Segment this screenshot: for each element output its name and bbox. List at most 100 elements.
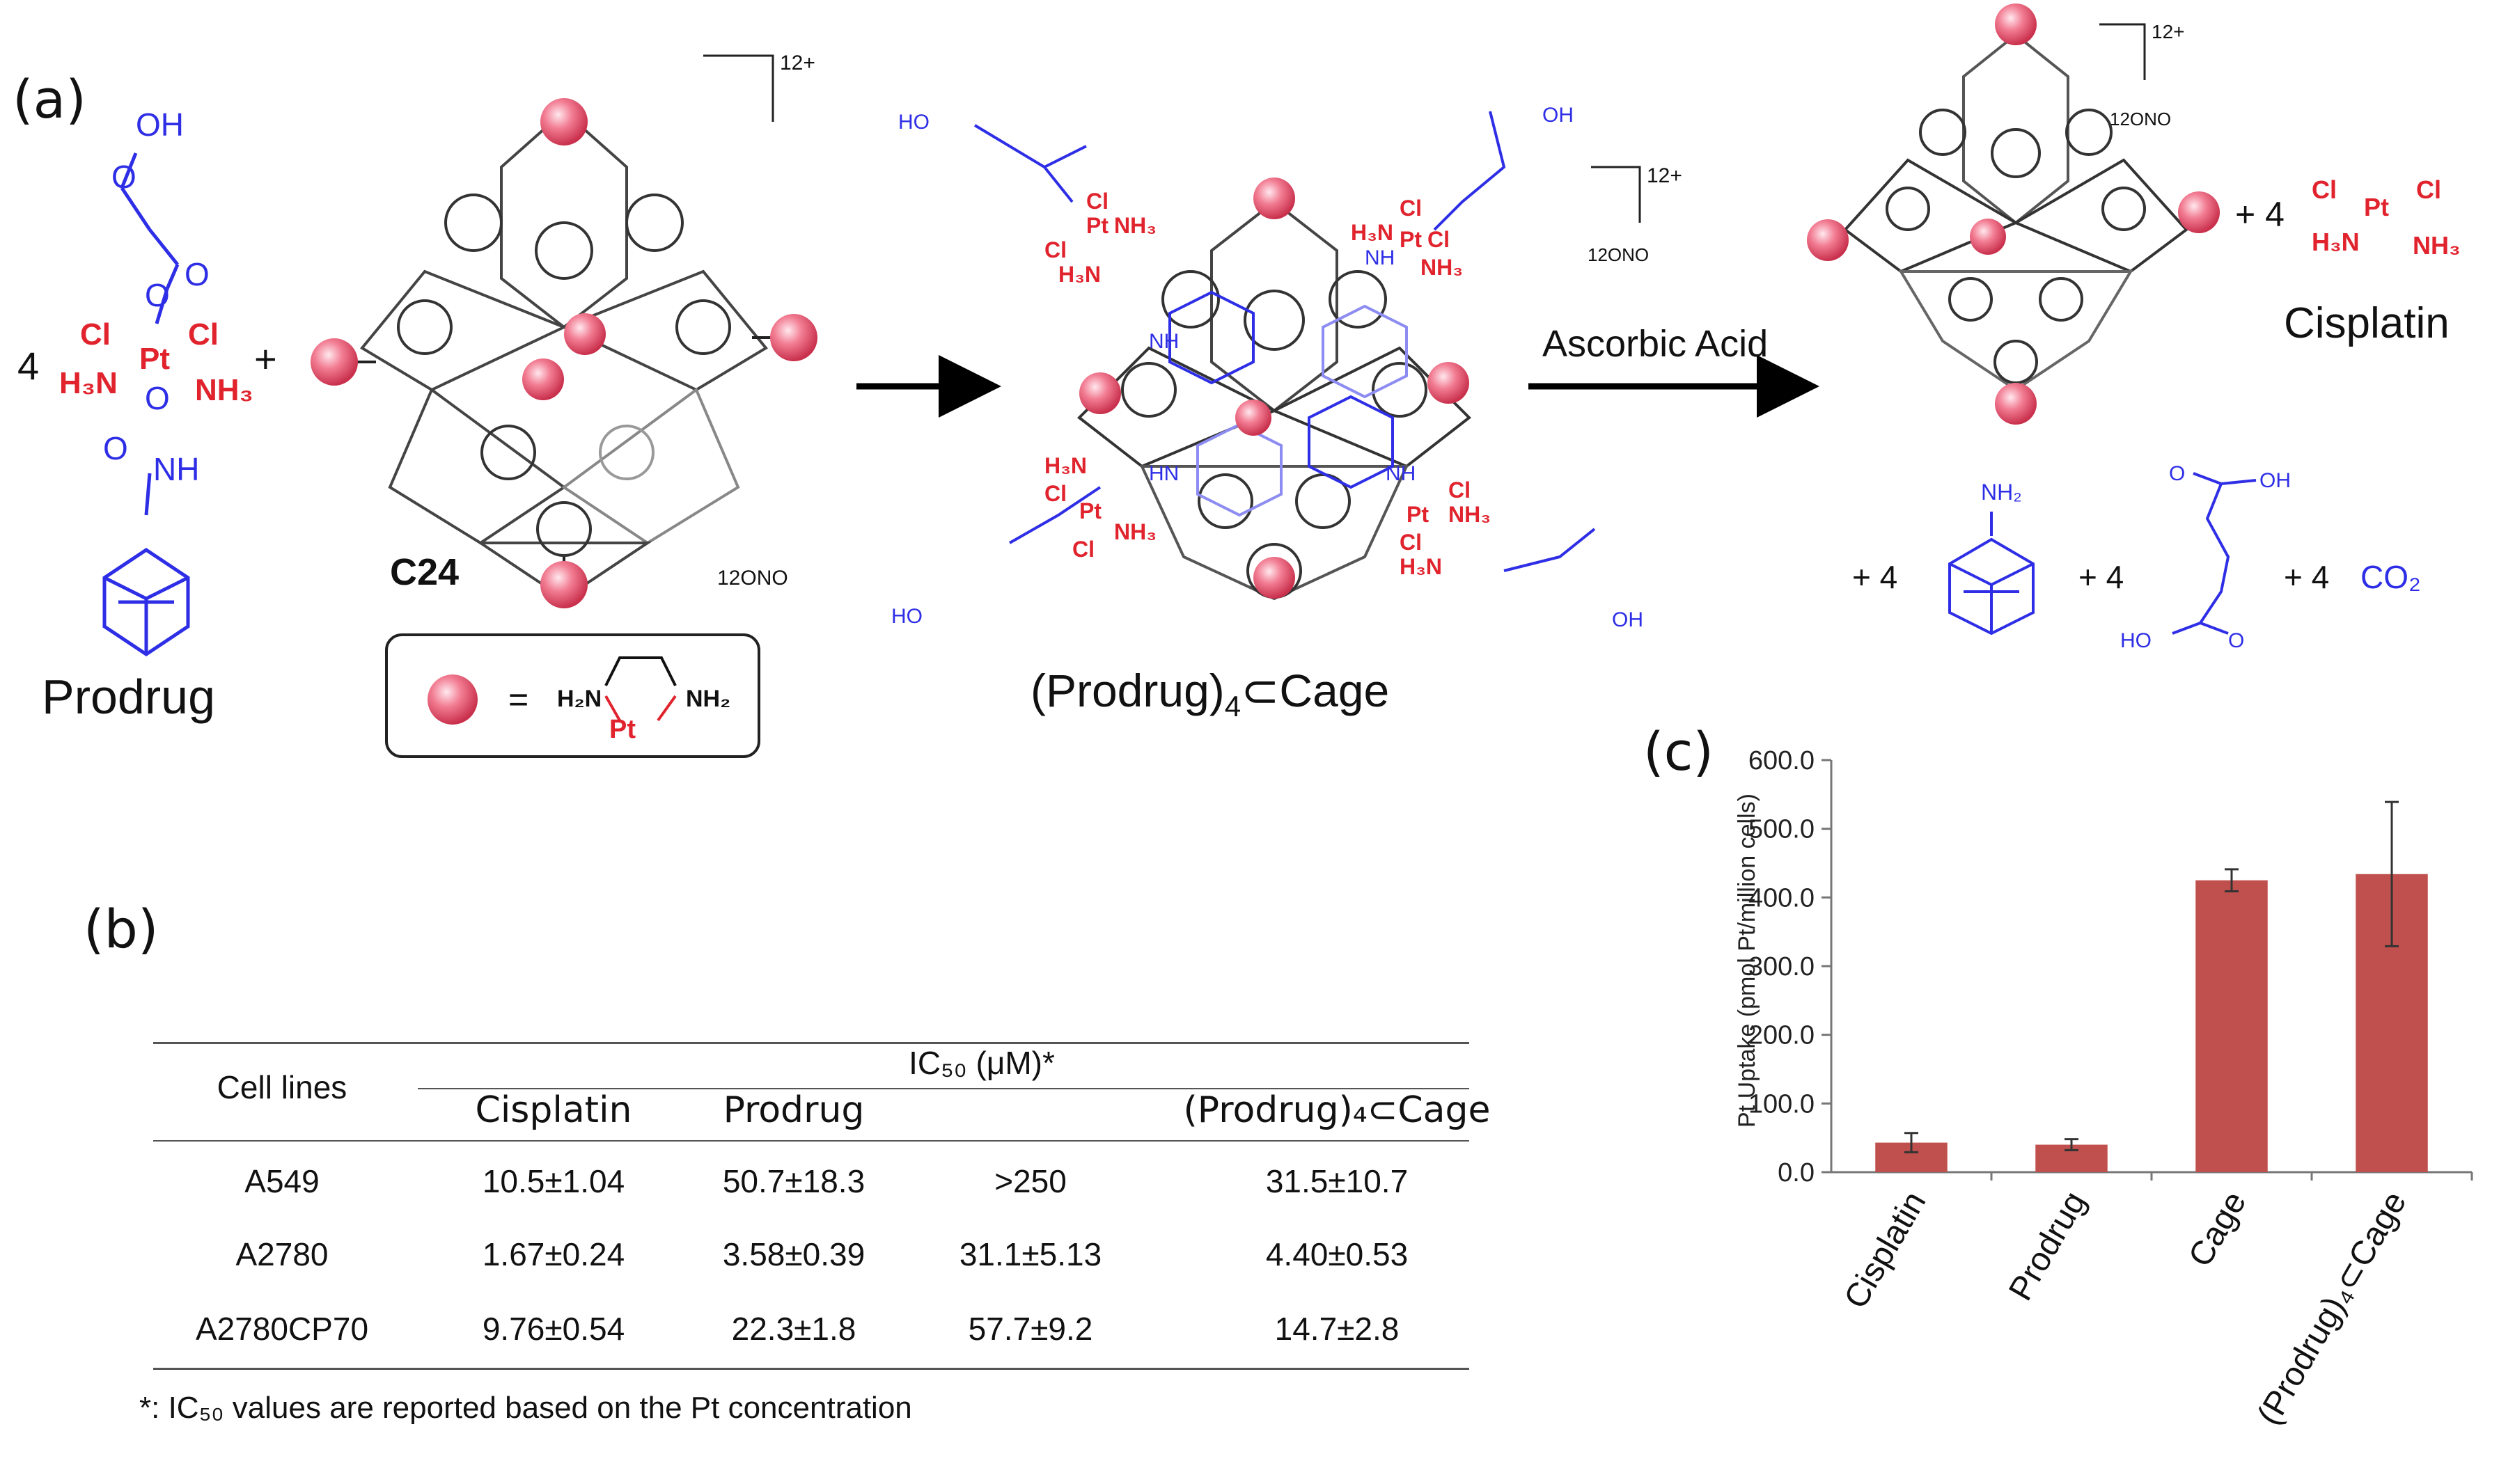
prodrug-pt-center: Cl Cl Pt H₃N NH₃ xyxy=(59,317,253,407)
panel-label-c: (c) xyxy=(1643,720,1714,782)
svg-text:H₃N: H₃N xyxy=(1058,262,1101,287)
row-a2780-cage: 31.1±5.13 xyxy=(959,1236,1102,1272)
succinic-atoms: O OH HO O xyxy=(2120,462,2291,652)
product-cage-balls xyxy=(1807,3,2220,425)
svg-text:OH: OH xyxy=(1542,104,1574,127)
svg-text:Pt: Pt xyxy=(609,715,636,744)
row-a2780cp70-complex: 14.7±2.8 xyxy=(1274,1311,1400,1347)
coef-co2: + 4 xyxy=(2284,559,2329,595)
table-footnote: *: IC₅₀ values are reported based on the… xyxy=(139,1391,912,1425)
svg-text:Cl: Cl xyxy=(188,317,219,352)
svg-text:H₃N: H₃N xyxy=(59,366,118,400)
coef-cisplatin: + 4 xyxy=(2235,195,2285,234)
plus-sign: + xyxy=(254,337,277,381)
succinic-acid-structure xyxy=(2172,472,2257,635)
svg-text:O: O xyxy=(111,159,136,195)
row-a2780cp70-cage: 57.7±9.2 xyxy=(968,1311,1093,1347)
svg-text:Cl: Cl xyxy=(1044,237,1067,262)
svg-text:H₃N: H₃N xyxy=(1351,220,1393,245)
svg-text:Pt: Pt xyxy=(1079,498,1102,523)
row-a2780cp70-line: A2780CP70 xyxy=(195,1311,369,1347)
row-a2780-line: A2780 xyxy=(235,1236,329,1272)
svg-text:NH₃: NH₃ xyxy=(1420,255,1463,280)
row-a549-cage: >250 xyxy=(994,1163,1067,1199)
svg-text:NH₂: NH₂ xyxy=(686,686,730,712)
y-tick-label: 200.0 xyxy=(1748,1021,1815,1050)
svg-text:NH: NH xyxy=(1149,330,1179,353)
svg-text:NH: NH xyxy=(1365,246,1395,269)
svg-text:O: O xyxy=(103,430,128,466)
svg-text:Cl: Cl xyxy=(1427,227,1450,252)
svg-text:Cl: Cl xyxy=(2416,175,2441,204)
x-category-label: (Prodrug)₄⊂Cage xyxy=(2250,1185,2414,1431)
y-tick-label: 100.0 xyxy=(1748,1089,1815,1119)
svg-text:Cl: Cl xyxy=(1044,481,1067,506)
product-cage-charge: 12+ xyxy=(2152,21,2185,42)
svg-text:NH: NH xyxy=(153,451,199,487)
header-cell-lines: Cell lines xyxy=(217,1069,347,1105)
svg-text:Cl: Cl xyxy=(1072,537,1095,562)
svg-text:OH: OH xyxy=(136,106,184,143)
host-guest-label: (Prodrug)4⊂Cage xyxy=(1031,665,1389,723)
svg-text:NH₃: NH₃ xyxy=(1114,519,1157,544)
table-mid-rule xyxy=(153,1140,1469,1142)
chart-category-labels: Cisplatin Prodrug Cage(Prodrug)₄⊂Cage xyxy=(1838,1185,2414,1431)
svg-text:Cl: Cl xyxy=(1086,189,1109,214)
y-tick-label: 600.0 xyxy=(1748,746,1815,775)
prodrug-atoms: OH O O O O O NH xyxy=(103,106,210,487)
host-guest-pt-labels: Cl Pt Cl NH₃ H₃N Cl Pt H₃N Cl NH₃ H₃N Cl… xyxy=(1044,189,1491,579)
svg-text:Pt: Pt xyxy=(1400,227,1422,252)
pt-uptake-chart: Pt Uptake (pmol Pt/million cells) 0.0100… xyxy=(1734,746,2473,1431)
coef-prodrug: 4 xyxy=(17,344,39,388)
table-header-rule xyxy=(418,1088,1469,1089)
y-tick-label: 500.0 xyxy=(1748,815,1815,844)
y-tick-label: 300.0 xyxy=(1748,952,1815,981)
svg-text:Pt: Pt xyxy=(1086,213,1109,238)
svg-text:=: = xyxy=(508,680,528,719)
svg-text:NH₃: NH₃ xyxy=(195,373,253,407)
svg-text:O: O xyxy=(185,256,210,292)
svg-text:Cl: Cl xyxy=(80,317,111,352)
svg-text:Cl: Cl xyxy=(1448,477,1471,503)
y-tick-label: 0.0 xyxy=(1778,1158,1815,1187)
svg-text:Pt: Pt xyxy=(139,342,170,376)
svg-text:H₃N: H₃N xyxy=(1044,453,1087,478)
svg-text:Pt: Pt xyxy=(1407,502,1429,527)
row-a2780-cisplatin: 1.67±0.24 xyxy=(482,1236,625,1272)
svg-text:Pt: Pt xyxy=(2364,193,2389,221)
x-category-label: Prodrug xyxy=(2002,1185,2093,1307)
bar xyxy=(2195,880,2268,1172)
svg-text:O: O xyxy=(145,380,170,416)
chart-bars xyxy=(1875,800,2428,1172)
header-cisplatin: Cisplatin xyxy=(475,1089,632,1131)
svg-text:Cl: Cl xyxy=(1400,530,1422,555)
row-a549-line: A549 xyxy=(244,1163,320,1199)
coef-amine: + 4 xyxy=(1852,559,1897,595)
reaction-scheme: OH O O O O O NH Cl Cl Pt H₃N NH₃ 4 + Pro… xyxy=(17,3,2461,758)
x-category-label: Cisplatin xyxy=(1838,1185,1934,1315)
header-complex: (Prodrug)₄⊂Cage xyxy=(1183,1089,1491,1131)
host-guest-balls xyxy=(1079,177,1469,599)
c24-cage xyxy=(341,109,787,601)
product-cage-counterion: 12ONO xyxy=(2110,109,2171,129)
table-bottom-rule xyxy=(153,1368,1469,1370)
header-prodrug: Prodrug xyxy=(723,1089,865,1131)
table-top-rule xyxy=(153,1042,1469,1044)
prodrug-structure xyxy=(102,152,190,657)
svg-text:HO: HO xyxy=(2120,629,2152,652)
row-a549-cisplatin: 10.5±1.04 xyxy=(482,1163,625,1199)
svg-text:HN: HN xyxy=(1149,462,1179,485)
svg-text:HO: HO xyxy=(891,605,923,628)
host-guest-complex xyxy=(1076,200,1472,601)
amantadine-nh2: NH₂ xyxy=(1981,480,2022,505)
row-a549-prodrug: 50.7±18.3 xyxy=(722,1163,865,1199)
row-a2780cp70-prodrug: 22.3±1.8 xyxy=(731,1311,856,1347)
c24-ball-markers xyxy=(311,98,817,608)
svg-text:O: O xyxy=(145,277,170,313)
ball-legend-box: = H₂N NH₂ Pt xyxy=(385,633,760,758)
svg-text:NH₃: NH₃ xyxy=(1114,213,1157,238)
x-category-label: Cage xyxy=(2181,1185,2253,1273)
complex-charge: 12+ xyxy=(1647,164,1682,187)
c24-counterion: 12ONO xyxy=(717,567,788,590)
